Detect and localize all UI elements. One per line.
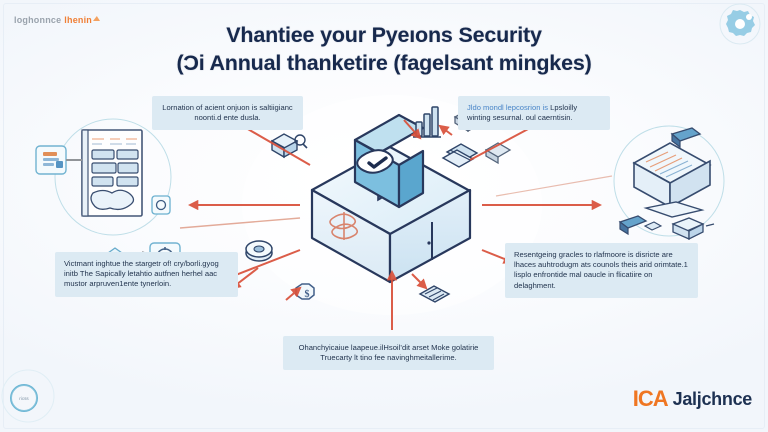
gear-cog-icon bbox=[245, 240, 273, 262]
note-text: Lpsloilly winting sesurnal. oul caerntis… bbox=[467, 103, 578, 123]
svg-text:ricss: ricss bbox=[19, 396, 29, 401]
note-card-bottom-right: Resentgeing gracles to rlafmoore is disr… bbox=[505, 243, 698, 298]
document-stack-icon bbox=[270, 133, 308, 159]
title-line-2: (Ɔi Annual thanketire (fagelsant mingkes… bbox=[176, 51, 592, 75]
footer-logo-mark: ICA bbox=[632, 386, 669, 411]
bar-chart-icon bbox=[413, 106, 441, 138]
note-card-bottom-center: Ohanchyicaiue laapeue.ilHsoil’dit arset … bbox=[283, 336, 494, 371]
desktop-monitor-icon bbox=[613, 125, 725, 241]
brand-logo-primary: loghonnce bbox=[14, 15, 62, 25]
note-text: Resentgeing gracles to rlafmoore is disr… bbox=[514, 250, 688, 290]
circular-badge-icon: ricss bbox=[1, 369, 55, 423]
brand-logo-mark bbox=[93, 16, 100, 21]
note-text: Lornation of acient onjuon is saltiigian… bbox=[162, 103, 293, 123]
footer-logo: ICA Jaljchnce bbox=[632, 386, 753, 411]
brand-logo-secondary: lhenin bbox=[64, 15, 92, 25]
dollar-badge-icon: $ bbox=[295, 283, 315, 300]
cloud-network-icon bbox=[441, 143, 479, 168]
svg-text:$: $ bbox=[305, 289, 310, 300]
note-card-top-right: Jldo mondl lepcosrion is Lpsloilly winti… bbox=[458, 96, 610, 131]
title-line-1: Vhantiee your Pyeıons Security bbox=[226, 23, 542, 47]
shield-badge-icon bbox=[151, 195, 171, 215]
key-icon bbox=[484, 142, 512, 165]
footer-logo-word: Jaljchnce bbox=[672, 389, 753, 409]
note-card-top-left: Lornation of acient onjuon is saltiigian… bbox=[152, 96, 303, 131]
note-highlight: Jldo mondl lepcosrion is bbox=[467, 103, 549, 112]
shield-check-server-icon bbox=[310, 113, 472, 284]
microchip-icon bbox=[418, 285, 451, 303]
note-text: Ohanchyicaiue laapeue.ilHsoil’dit arset … bbox=[298, 343, 479, 363]
gear-icon bbox=[719, 3, 761, 45]
note-text: Victmant inghtue the stargetr of! cry/bo… bbox=[64, 259, 219, 289]
page-title: Vhantiee your Pyeıons Security (Ɔi Annua… bbox=[0, 22, 768, 77]
document-network-icon bbox=[35, 118, 181, 274]
note-card-bottom-left: Victmant inghtue the stargetr of! cry/bo… bbox=[55, 252, 238, 297]
